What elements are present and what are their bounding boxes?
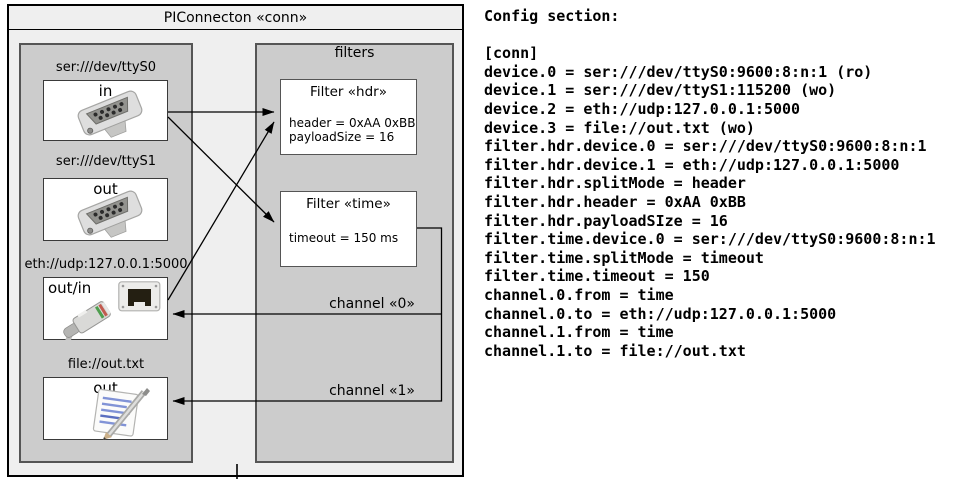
config-line [484, 26, 962, 45]
config-line: filter.hdr.payloadSIze = 16 [484, 211, 728, 230]
config-line: device.0 = ser:///dev/ttyS0:9600:8:n:1 (… [484, 62, 873, 81]
device-direction: in [98, 82, 113, 100]
filter-box-time: Filter «time» timeout = 150 ms [280, 191, 417, 267]
config-line: Config section: [484, 7, 620, 25]
config-line: channel.1.to = file://out.txt [484, 341, 746, 360]
device-direction: out/in [48, 279, 92, 297]
device-box-file: out [43, 377, 168, 440]
device-uri-eth: eth://udp:127.0.0.1:5000 [24, 257, 188, 272]
notepad-pencil-icon [92, 388, 150, 440]
config-line: device.1 = ser:///dev/ttyS1:115200 (wo) [484, 81, 837, 100]
config-line: channel.1.from = time [484, 323, 674, 342]
filter-property: header = 0xAA 0xBB [289, 116, 416, 130]
config-line: filter.hdr.device.0 = ser:///dev/ttyS0:9… [484, 137, 927, 156]
filters-group-label: filters [334, 45, 375, 61]
filter-box-hdr: Filter «hdr» header = 0xAA 0xBB payloadS… [280, 79, 417, 155]
device-box-ttys1: out [43, 178, 168, 241]
serial-connector-icon [77, 90, 143, 138]
config-line: filter.hdr.splitMode = header [484, 174, 746, 193]
channel-0-label: channel «0» [329, 296, 415, 312]
device-uri-ttys1: ser:///dev/ttyS1 [55, 154, 157, 169]
config-line: channel.0.from = time [484, 285, 674, 304]
filter-property: timeout = 150 ms [289, 231, 399, 245]
config-panel: Config section: [conn]device.0 = ser:///d… [484, 7, 962, 360]
device-uri-ttys0: ser:///dev/ttyS0 [55, 60, 157, 75]
config-text: Config section: [conn]device.0 = ser:///d… [484, 7, 962, 360]
ethernet-cable-icon [63, 301, 111, 340]
filter-title: Filter «hdr» [310, 84, 387, 100]
config-line: filter.time.splitMode = timeout [484, 248, 764, 267]
serial-connector-icon [77, 190, 143, 238]
config-line: filter.time.timeout = 150 [484, 267, 710, 286]
diagram-title: PIConnecton «conn» [9, 6, 462, 30]
ethernet-jack-icon [118, 281, 161, 312]
config-line: device.2 = eth://udp:127.0.0.1:5000 [484, 99, 801, 118]
config-line: [conn] [484, 44, 539, 63]
channel-1-label: channel «1» [329, 383, 415, 399]
config-line: device.3 = file://out.txt (wo) [484, 118, 755, 137]
device-box-eth: out/in [43, 277, 168, 340]
device-direction: out [93, 180, 118, 198]
filter-property: payloadSize = 16 [289, 130, 395, 144]
config-line: filter.hdr.device.1 = eth://udp:127.0.0.… [484, 155, 900, 174]
config-line: filter.hdr.header = 0xAA 0xBB [484, 192, 746, 211]
device-box-ttys0: in [43, 80, 168, 141]
filter-title: Filter «time» [306, 196, 391, 212]
config-line: channel.0.to = eth://udp:127.0.0.1:5000 [484, 304, 837, 323]
device-uri-file: file://out.txt [67, 357, 145, 372]
config-line: filter.time.device.0 = ser:///dev/ttyS0:… [484, 230, 936, 249]
